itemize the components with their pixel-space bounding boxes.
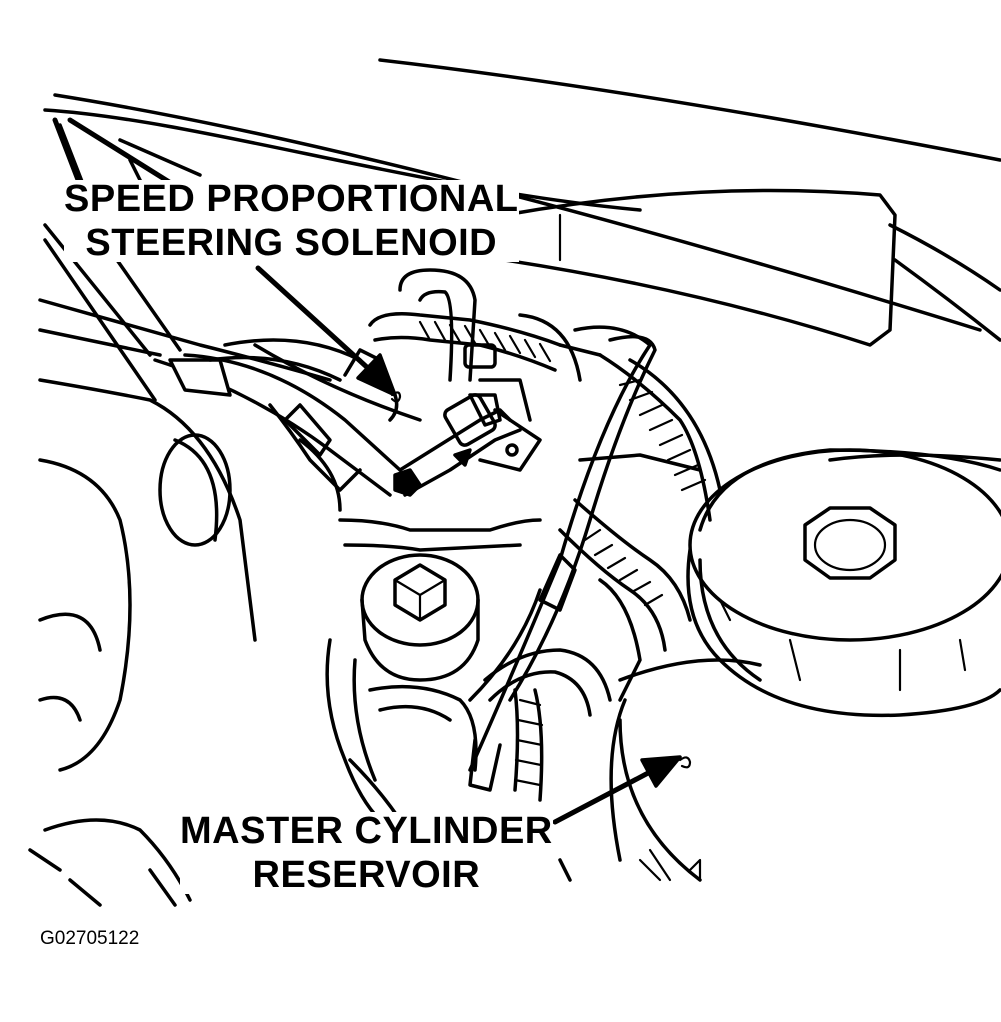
solenoid-label-line2: STEERING SOLENOID [85, 222, 498, 264]
solenoid-arrow [255, 265, 402, 403]
figure-code: G02705122 [40, 928, 140, 950]
master-cylinder-reservoir [578, 448, 1001, 882]
hex-plug [360, 553, 480, 682]
upper-hoses [153, 338, 422, 512]
left-fender [38, 223, 332, 772]
reservoir-callout-label: MASTER CYLINDER RESERVOIR [180, 812, 553, 894]
reservoir-label-line1: MASTER CYLINDER [180, 810, 553, 852]
lower-hoses [325, 498, 692, 822]
solenoid-callout-label: SPEED PROPORTIONAL STEERING SOLENOID [64, 180, 519, 262]
solenoid-assembly [343, 268, 582, 497]
solenoid-label-line1: SPEED PROPORTIONAL [64, 178, 519, 220]
reservoir-arrow [552, 755, 692, 825]
central-hose [468, 325, 722, 772]
reservoir-label-line2: RESERVOIR [252, 854, 481, 896]
